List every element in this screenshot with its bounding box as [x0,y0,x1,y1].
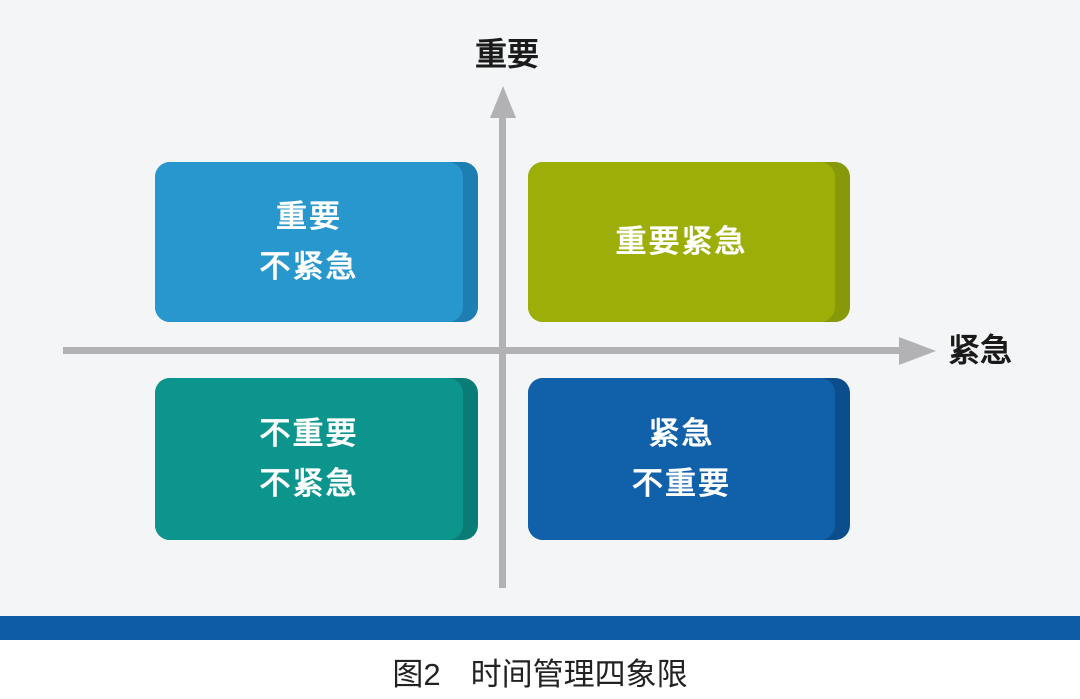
quadrant-not-important-not-urgent: 不重要 不紧急 [155,378,478,540]
x-axis-label: 紧急 [948,332,1013,368]
y-axis-label: 重要 [474,36,539,72]
x-axis-arrow-icon [899,337,936,365]
quadrant-text-line: 不重要 [632,466,731,501]
quadrant-text-line: 不紧急 [259,466,359,501]
quadrant-face: 重要 不紧急 [155,162,463,322]
x-axis-line [63,347,899,354]
quadrant-urgent-not-important: 紧急 不重要 [528,378,850,540]
quadrant-face: 不重要 不紧急 [155,378,463,540]
quadrant-important-urgent: 重要紧急 [528,162,850,322]
quadrant-text-line: 紧急 [648,416,715,451]
quadrant-text-line: 不紧急 [259,249,359,284]
quadrant-text-line: 重要 [276,199,342,234]
quadrant-text-line: 重要紧急 [615,224,748,259]
quadrant-face: 重要紧急 [528,162,835,322]
divider-bar [0,616,1080,640]
figure-caption: 图2 时间管理四象限 [0,640,1080,699]
quadrant-important-not-urgent: 重要 不紧急 [155,162,478,322]
y-axis-arrow-icon [490,86,516,118]
figure-caption-label: 图2 [392,657,441,692]
diagram-canvas: 重要 紧急 重要 不紧急 重要紧急 不重要 不紧急 [0,0,1080,616]
quadrant-face: 紧急 不重要 [528,378,835,540]
figure-caption-title: 时间管理四象限 [470,657,688,692]
quadrant-text-line: 不重要 [259,416,359,451]
